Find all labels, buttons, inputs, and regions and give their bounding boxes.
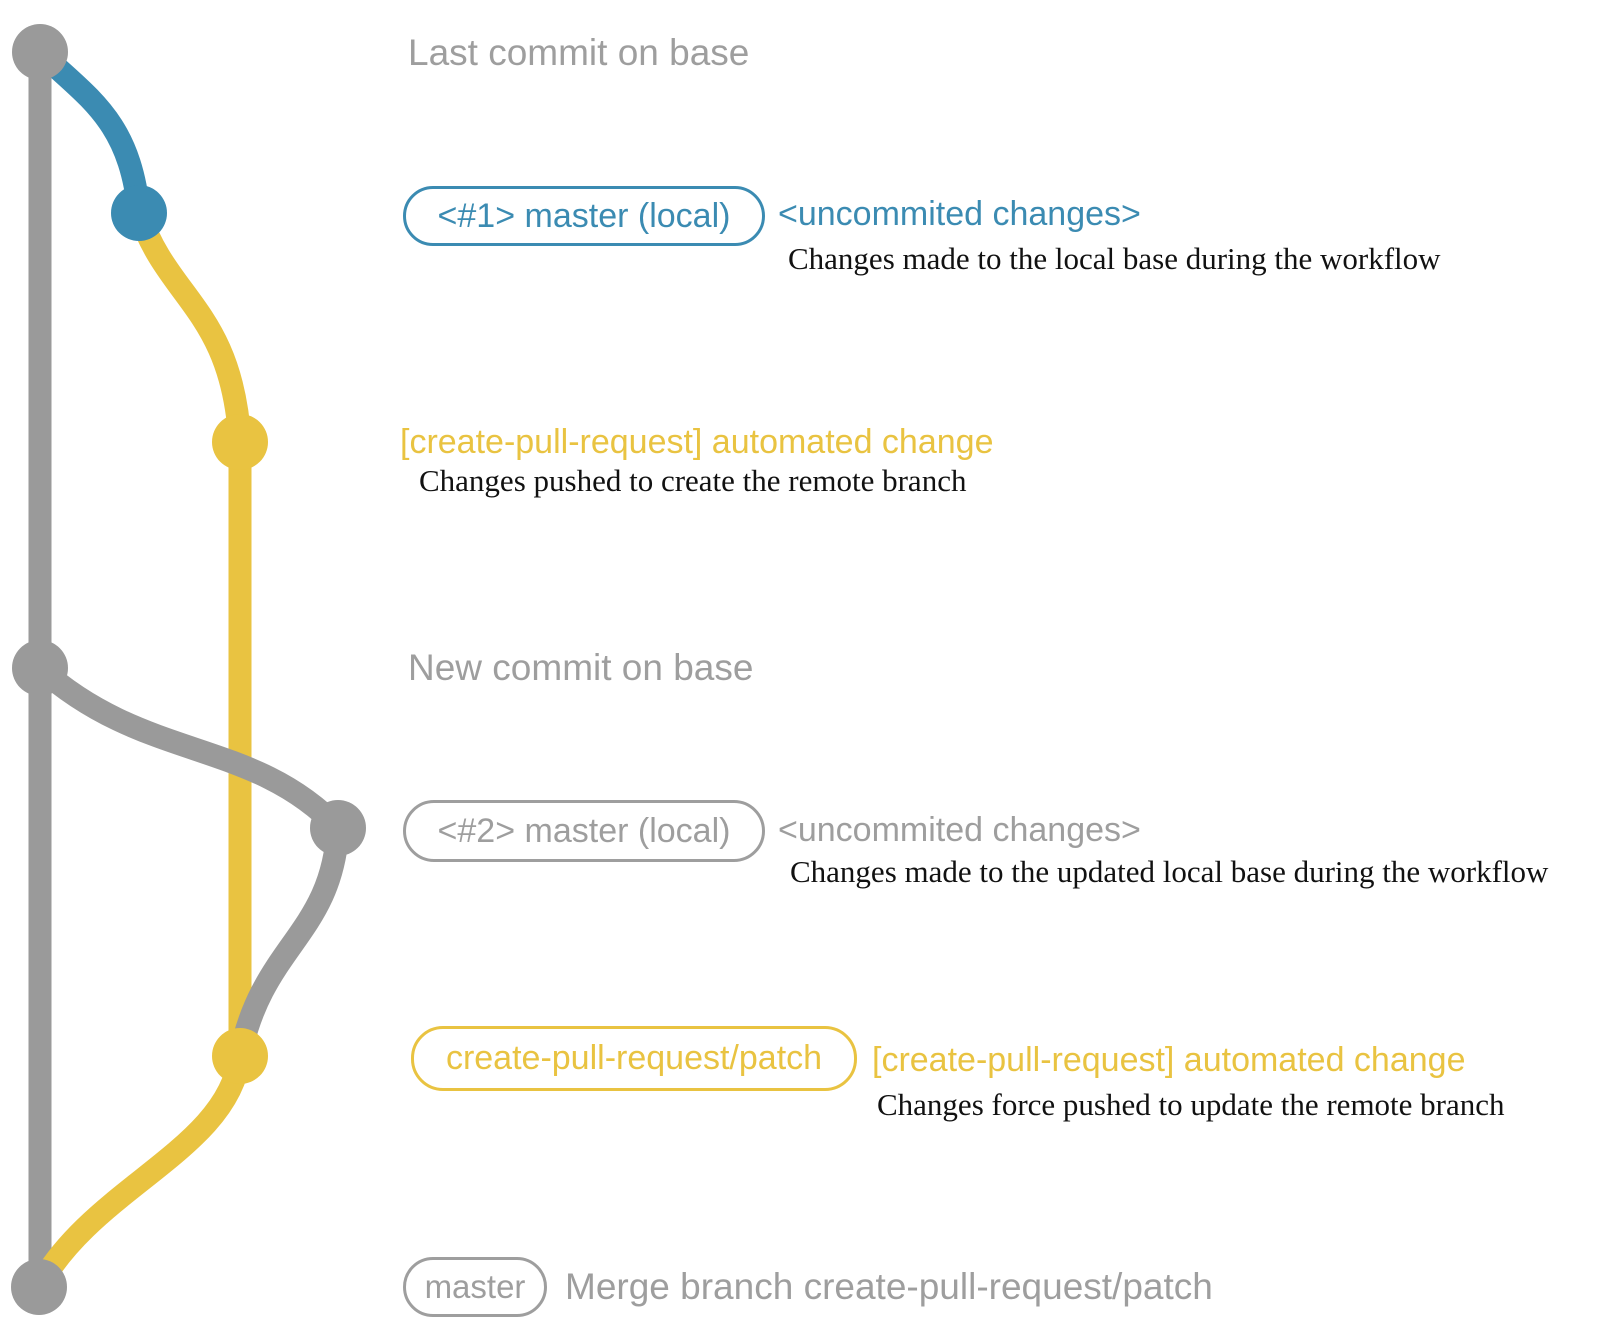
badge-master: master (403, 1257, 547, 1317)
label-new-commit-on-base: New commit on base (408, 647, 754, 688)
commit-dot-uncommitted-1 (111, 185, 167, 241)
label-uncommitted-changes-2: <uncommited changes> (778, 811, 1141, 849)
badge-create-pull-request-patch-text: create-pull-request/patch (445, 1039, 823, 1077)
branch-line-patch-upper (128, 209, 252, 443)
badge-master-text: master (424, 1268, 526, 1305)
commit-dot-uncommitted-2 (310, 800, 366, 856)
badge-master-local-2-text: <#2> master (local) (437, 811, 731, 850)
label-merge-branch: Merge branch create-pull-request/patch (565, 1266, 1213, 1307)
badge-create-pull-request-patch: create-pull-request/patch (411, 1026, 857, 1091)
commit-dot-automated-2 (212, 1028, 268, 1084)
label-automated-change-2: [create-pull-request] automated change (872, 1041, 1466, 1079)
badge-master-local-2: <#2> master (local) (403, 800, 765, 862)
desc-uncommitted-changes-1: Changes made to the local base during th… (788, 241, 1441, 276)
badge-master-local-1: <#1> master (local) (403, 186, 765, 246)
desc-uncommitted-changes-2: Changes made to the updated local base d… (790, 854, 1549, 889)
commit-dot-automated-1 (212, 414, 268, 470)
branch-line-master-local-2 (32, 659, 347, 836)
label-last-commit-on-base: Last commit on base (408, 32, 750, 73)
commit-dot-new-base (12, 640, 68, 696)
label-automated-change-1: [create-pull-request] automated change (400, 423, 994, 461)
branch-line-master-local-1 (32, 43, 151, 215)
desc-automated-change-2: Changes force pushed to update the remot… (877, 1087, 1505, 1122)
label-uncommitted-changes-1: <uncommited changes> (778, 195, 1141, 233)
badge-master-local-1-text: <#1> master (local) (437, 196, 731, 235)
desc-automated-change-1: Changes pushed to create the remote bran… (419, 463, 967, 498)
commit-dot-last-base (12, 24, 68, 80)
branch-line-master-local-2-down (228, 827, 350, 1059)
commit-dot-merge (11, 1259, 67, 1315)
branch-line-patch-merge (28, 1053, 252, 1293)
